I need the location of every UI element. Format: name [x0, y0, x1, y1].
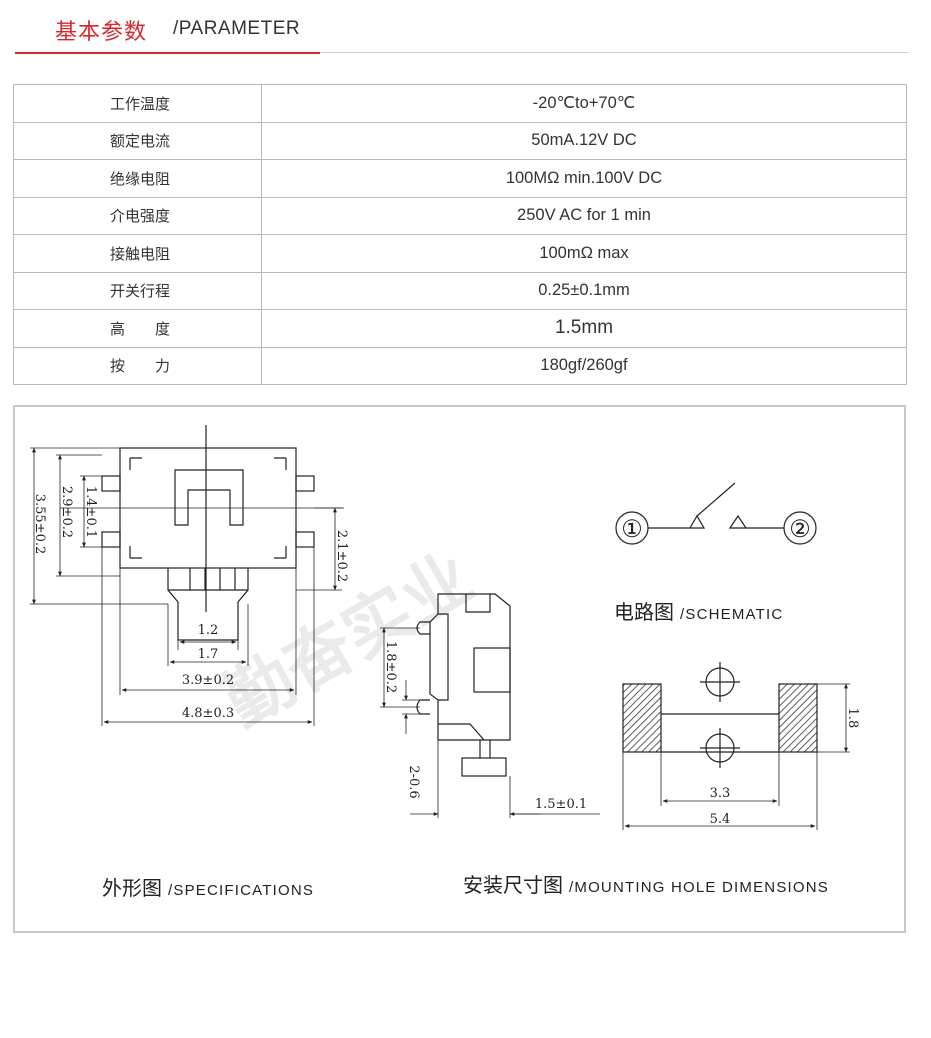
dim-2-0-6: 2-0.6: [406, 765, 421, 798]
switch-top-view: [60, 425, 344, 641]
schematic-node-2: ②: [789, 515, 811, 543]
header-title-en: /PARAMETER: [173, 18, 301, 39]
top-view-dimensions: [30, 447, 342, 726]
dim-2-9: 2.9±0.2: [59, 486, 74, 538]
param-value: 180gf/260gf: [261, 346, 907, 385]
dim-1-8-side: 1.8±0.2: [383, 641, 398, 693]
mounting-caption: 安装尺寸图/MOUNTING HOLE DIMENSIONS: [463, 869, 829, 898]
mount-dim-5-4: 5.4: [710, 812, 731, 827]
param-label: 工作温度: [13, 84, 262, 123]
param-label: 按 力: [13, 346, 262, 385]
header-divider: [320, 52, 908, 53]
side-view-dimensions: [380, 627, 600, 818]
dim-1-7: 1.7: [198, 647, 219, 662]
param-value: -20℃to+70℃: [261, 84, 907, 123]
header-accent-line: [15, 52, 320, 54]
param-label: 开关行程: [13, 271, 262, 310]
mount-dim-1-8: 1.8: [845, 708, 860, 729]
mounting-dimensions: [622, 683, 850, 830]
param-label: 高 度: [13, 309, 262, 348]
switch-side-view: [416, 593, 511, 777]
specifications-caption-cn: 外形图: [102, 876, 162, 900]
schematic-caption: 电路图/SCHEMATIC: [614, 596, 783, 625]
mounting-caption-cn: 安装尺寸图: [463, 873, 563, 897]
specifications-caption-en: /SPECIFICATIONS: [168, 882, 315, 899]
param-value: 50mA.12V DC: [261, 121, 907, 160]
dim-1-2: 1.2: [198, 623, 219, 638]
schematic-caption-en: /SCHEMATIC: [680, 606, 784, 623]
technical-drawing-panel: [13, 405, 906, 933]
specifications-caption: 外形图/SPECIFICATIONS: [102, 872, 314, 901]
dim-1-5: 1.5±0.1: [535, 797, 587, 812]
param-value: 100MΩ min.100V DC: [261, 159, 907, 198]
schematic-caption-cn: 电路图: [614, 600, 674, 624]
dim-3-9: 3.9±0.2: [182, 673, 234, 688]
dim-2-1: 2.1±0.2: [334, 530, 349, 582]
mounting-pattern: [622, 662, 818, 768]
mounting-caption-en: /MOUNTING HOLE DIMENSIONS: [569, 879, 830, 896]
dim-3-55: 3.55±0.2: [32, 494, 47, 555]
param-label: 介电强度: [13, 196, 262, 235]
mount-dim-3-3: 3.3: [710, 786, 731, 801]
dim-1-4: 1.4±0.1: [83, 486, 98, 538]
header-title-cn: 基本参数: [55, 20, 148, 45]
param-label: 接触电阻: [13, 234, 262, 273]
schematic-diagram: [615, 482, 817, 545]
section-header: 基本参数 /PARAMETER: [15, 14, 908, 54]
dim-4-8: 4.8±0.3: [182, 706, 234, 721]
schematic-node-1: ①: [621, 515, 643, 543]
table-row: 工作温度-20℃to+70℃: [13, 84, 907, 123]
